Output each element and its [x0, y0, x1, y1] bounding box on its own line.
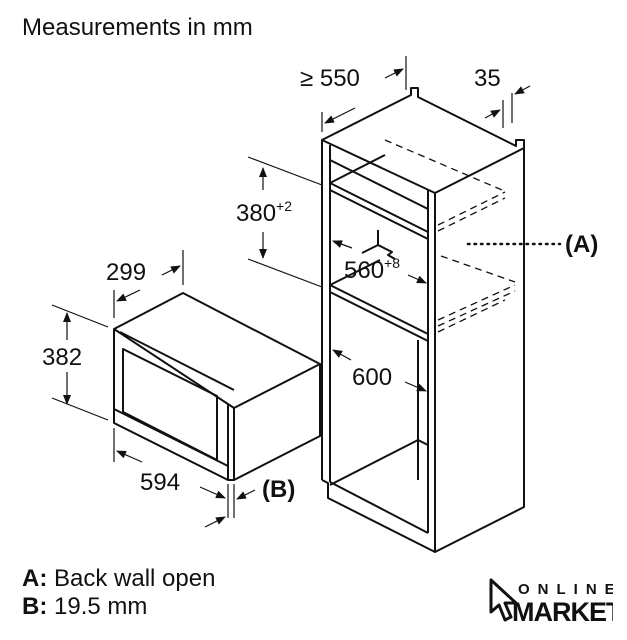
dim-niche-width	[332, 240, 427, 284]
dim-niche-height-label: 380+2	[236, 198, 292, 227]
dim-front-offset-label: 35	[474, 65, 501, 92]
dim-appliance-depth-label: 299	[106, 259, 146, 286]
dim-cabinet-depth	[321, 56, 407, 132]
dim-cabinet-width	[332, 349, 427, 392]
dim-niche-height	[247, 156, 323, 288]
svg-text:MARKET: MARKET	[512, 597, 613, 626]
dim-front-offset	[484, 85, 531, 128]
legend: A: Back wall open B: 19.5 mm	[22, 565, 215, 621]
callout-a-label: (A)	[565, 231, 598, 258]
dim-appliance-width-label: 594	[140, 469, 180, 496]
dim-appliance-width	[113, 428, 256, 528]
online-market-logo: ONLINE MARKET	[489, 578, 613, 626]
dim-cabinet-width-label: 600	[352, 364, 392, 391]
back-wall-dashed-lines	[384, 139, 516, 333]
dim-cabinet-depth-label: ≥ 550	[300, 65, 360, 92]
dim-appliance-depth	[113, 250, 184, 318]
built-in-appliance	[113, 292, 321, 481]
legend-item-a: A: Back wall open	[22, 565, 216, 592]
tall-cabinet	[321, 87, 525, 553]
svg-text:ONLINE: ONLINE	[518, 581, 613, 598]
dim-appliance-height	[51, 304, 109, 421]
dim-niche-width-label: 560+8	[344, 255, 400, 284]
page-title: Measurements in mm	[22, 14, 253, 41]
legend-item-b: B: 19.5 mm	[22, 593, 148, 620]
dim-appliance-height-label: 382	[42, 344, 82, 371]
callout-b-label: (B)	[262, 476, 295, 503]
cursor-icon	[489, 578, 518, 622]
